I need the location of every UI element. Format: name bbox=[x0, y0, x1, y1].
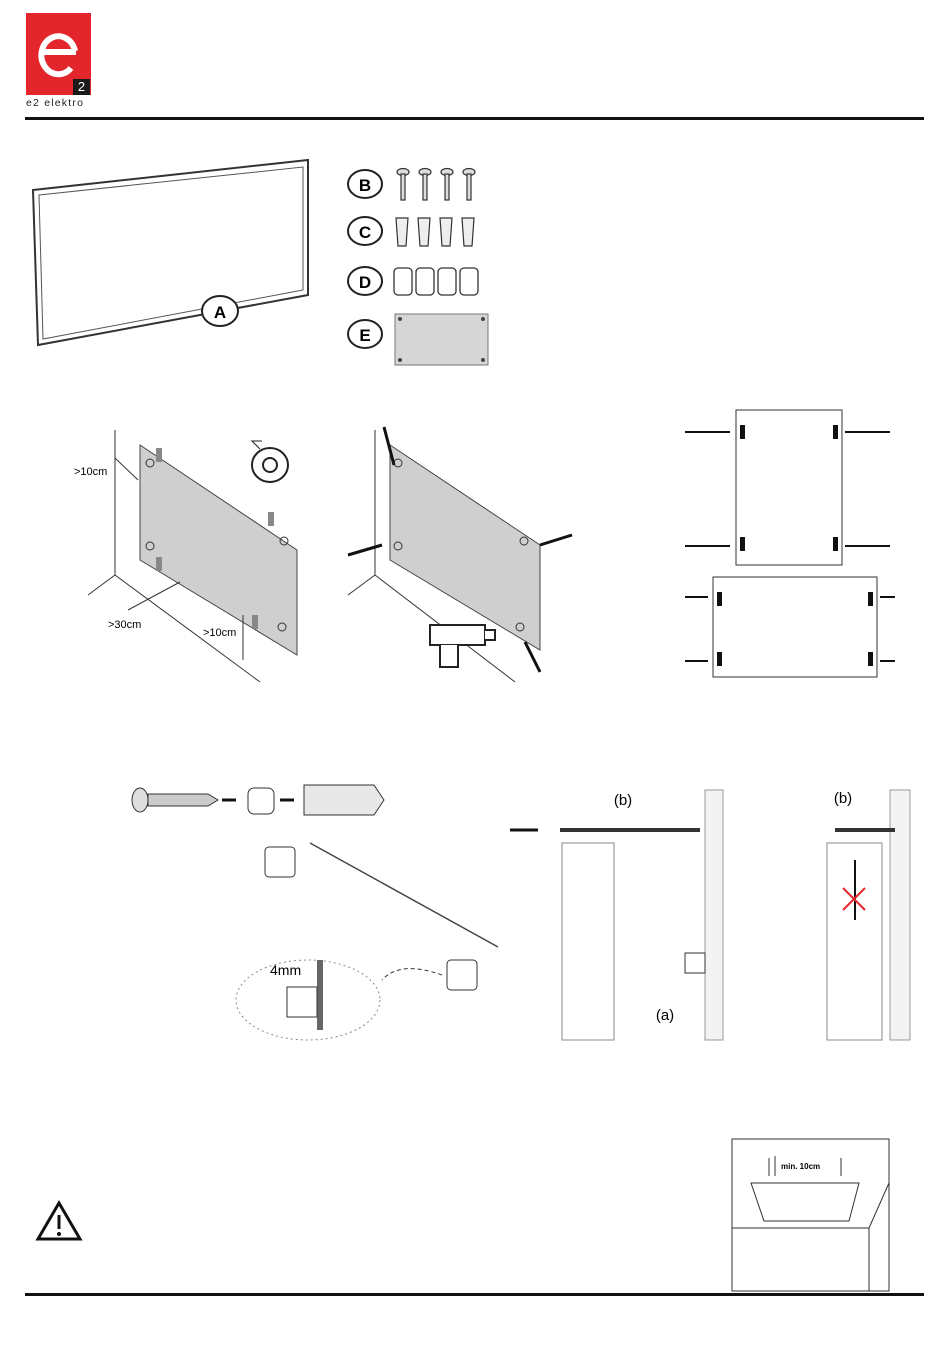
screw-icon bbox=[132, 788, 218, 812]
spacer-icon bbox=[394, 268, 478, 295]
hanging-figure: (b) (b) (a) bbox=[505, 785, 915, 1045]
label-c: C bbox=[359, 223, 371, 242]
side-gap-label: >10cm bbox=[74, 466, 107, 478]
label-b: B bbox=[359, 176, 371, 195]
label-d: D bbox=[359, 273, 371, 292]
label-a-step: (a) bbox=[656, 1007, 674, 1024]
gap-label: 4mm bbox=[270, 962, 301, 978]
drill-icon bbox=[430, 625, 495, 667]
screw-icon bbox=[397, 169, 475, 201]
drilling-figure bbox=[340, 420, 580, 685]
part-b-screws: B bbox=[348, 169, 475, 201]
label-e: E bbox=[359, 326, 370, 345]
label-b-left: (b) bbox=[614, 792, 632, 809]
bottom-gap-label: >10cm bbox=[203, 627, 236, 639]
tape-roll-icon bbox=[252, 441, 288, 482]
parts-figure: A B C D E bbox=[0, 140, 520, 380]
part-d-spacers: D bbox=[348, 267, 478, 295]
dowel-icon bbox=[304, 785, 384, 815]
label-a: A bbox=[214, 303, 226, 322]
dowel-icon bbox=[396, 218, 474, 246]
clearance-label: min. 10cm bbox=[781, 1162, 820, 1171]
part-e-template: E bbox=[348, 314, 488, 365]
brand-name: e2 elektro bbox=[26, 97, 84, 109]
warning-icon bbox=[35, 1200, 83, 1242]
header-rule bbox=[25, 117, 924, 120]
part-c-dowels: C bbox=[348, 217, 474, 246]
wall-template-figure: >10cm >30cm >10cm bbox=[60, 420, 320, 685]
floor-gap-label: >30cm bbox=[108, 619, 141, 631]
bracket-position-figure bbox=[680, 405, 895, 685]
spacer-assembly-figure: 4mm bbox=[120, 775, 500, 1045]
ceiling-clearance-figure: min. 10cm bbox=[731, 1138, 891, 1293]
panel-a: A bbox=[33, 160, 308, 345]
label-b-right: (b) bbox=[834, 790, 852, 807]
footer-rule bbox=[25, 1293, 924, 1296]
logo-badge: 2 bbox=[73, 79, 90, 95]
